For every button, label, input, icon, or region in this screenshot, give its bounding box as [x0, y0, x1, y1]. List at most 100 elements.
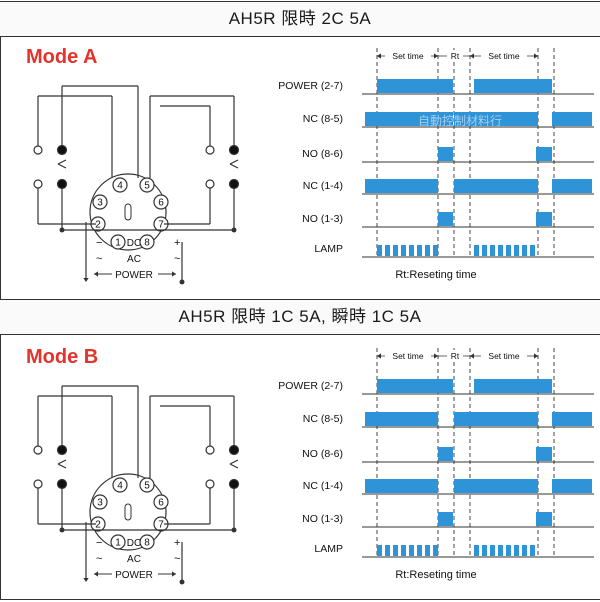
contact-left-top-open	[33, 145, 43, 155]
rt-caption: Rt:Reseting time	[395, 269, 476, 281]
nc14-pulse-3	[552, 479, 592, 493]
signal-label-2: NO (8-6)	[302, 448, 343, 460]
contact-left-top-closed	[56, 144, 68, 156]
power-left-arrow	[83, 278, 89, 282]
nc85-pulse-2	[454, 412, 538, 426]
power-pulse-1	[377, 79, 453, 93]
lamp-flash-b-5	[514, 545, 519, 556]
contact-right-blade	[229, 159, 239, 165]
socket-pin-label-1: 1	[115, 238, 121, 249]
socket-pin-label-3: 3	[97, 498, 103, 509]
panel-mode-b	[0, 335, 600, 600]
socket-pin-1	[110, 534, 126, 550]
socket-pin-label-5: 5	[144, 181, 150, 192]
socket-pin-label-5: 5	[144, 481, 150, 492]
dim-label-bg-1	[385, 50, 431, 61]
socket-pin-label-8: 8	[144, 238, 150, 249]
dim-label-bg-1	[385, 350, 431, 361]
power-pulse-1	[377, 379, 453, 393]
power-right-terminal	[179, 579, 185, 585]
nc85-pulse-2	[454, 112, 538, 126]
nc14-pulse-2	[454, 479, 538, 493]
contact-right-top-open	[205, 445, 215, 455]
lamp-flash-a-1	[385, 245, 390, 256]
lamp-flash-a-5	[417, 545, 422, 556]
lamp-flash-b-1	[482, 545, 487, 556]
power-right-terminal	[179, 279, 185, 285]
dim-arrow	[434, 353, 438, 359]
lamp-flash-b-3	[498, 245, 503, 256]
socket-pin-5	[139, 177, 155, 193]
lamp-flash-a-6	[425, 245, 430, 256]
nc14-pulse-1	[365, 179, 438, 193]
rt-label: Rt	[451, 351, 460, 361]
dim-arrow	[377, 353, 381, 359]
lamp-flash-b-1	[482, 245, 487, 256]
socket-pin-label-7: 7	[158, 220, 164, 231]
socket-pin-6	[153, 494, 169, 510]
nc14-pulse-3	[552, 179, 592, 193]
socket-pin-1	[110, 234, 126, 250]
contact-right-blade-2	[229, 163, 239, 169]
contact-left-blade	[57, 459, 67, 465]
signal-label-5: LAMP	[314, 543, 343, 555]
ac-label: AC	[127, 254, 141, 265]
dim-arrow	[434, 53, 438, 59]
junction-left	[59, 227, 65, 233]
socket-pin-label-8: 8	[144, 538, 150, 549]
contact-left-blade-2	[57, 163, 67, 169]
lamp-flash-b-6	[522, 245, 527, 256]
no13-pulse-1	[438, 212, 453, 226]
rt-label: Rt	[451, 51, 460, 61]
lamp-flash-b-0	[474, 245, 479, 256]
socket-pin-6	[153, 194, 169, 210]
contact-right-top-open	[205, 145, 215, 155]
power-arrow-right	[172, 571, 176, 577]
lamp-flash-a-3	[401, 545, 406, 556]
lamp-flash-a-0	[377, 545, 382, 556]
lamp-flash-a-7	[433, 545, 438, 556]
no86-pulse-2	[536, 147, 552, 161]
socket-pin-label-7: 7	[158, 520, 164, 531]
socket-pin-label-1: 1	[115, 538, 121, 549]
socket-pin-label-6: 6	[158, 198, 164, 209]
lamp-flash-b-2	[490, 545, 495, 556]
dim-label-bg-3	[481, 50, 527, 61]
no86-pulse-1	[438, 147, 453, 161]
power-label: POWER	[115, 570, 153, 581]
nc85-pulse-1	[365, 412, 438, 426]
signal-label-1: NC (8-5)	[303, 113, 343, 125]
signal-label-0: POWER (2-7)	[278, 380, 343, 392]
signal-label-4: NO (1-3)	[302, 513, 343, 525]
dim-label-bg-2	[447, 50, 463, 61]
contact-left-top-open	[33, 445, 43, 455]
ac-tilde-left: ~	[96, 253, 102, 265]
ac-tilde-left: ~	[96, 553, 102, 565]
lamp-flash-a-2	[393, 545, 398, 556]
mode-a-title: Mode A	[26, 46, 98, 68]
lamp-flash-a-2	[393, 245, 398, 256]
contact-right-bottom-open	[205, 179, 215, 189]
signal-label-0: POWER (2-7)	[278, 80, 343, 92]
socket-pin-5	[139, 477, 155, 493]
dc-plus-label: +	[174, 537, 180, 549]
junction-left	[59, 527, 65, 533]
lamp-flash-b-2	[490, 245, 495, 256]
power-arrow-left	[94, 571, 98, 577]
lamp-flash-a-5	[417, 245, 422, 256]
contact-right-bottom-open	[205, 479, 215, 489]
set-time-label-1: Set time	[392, 351, 423, 361]
lamp-flash-a-4	[409, 245, 414, 256]
lamp-flash-b-0	[474, 545, 479, 556]
ac-tilde-right: ~	[174, 253, 180, 265]
socket-pin-8	[139, 534, 155, 550]
dim-label-bg-2	[447, 350, 463, 361]
signal-label-3: NC (1-4)	[303, 480, 343, 492]
contact-left-top-closed	[56, 444, 68, 456]
lamp-flash-b-6	[522, 545, 527, 556]
contact-left-blade-2	[57, 463, 67, 469]
dim-label-bg-3	[481, 350, 527, 361]
